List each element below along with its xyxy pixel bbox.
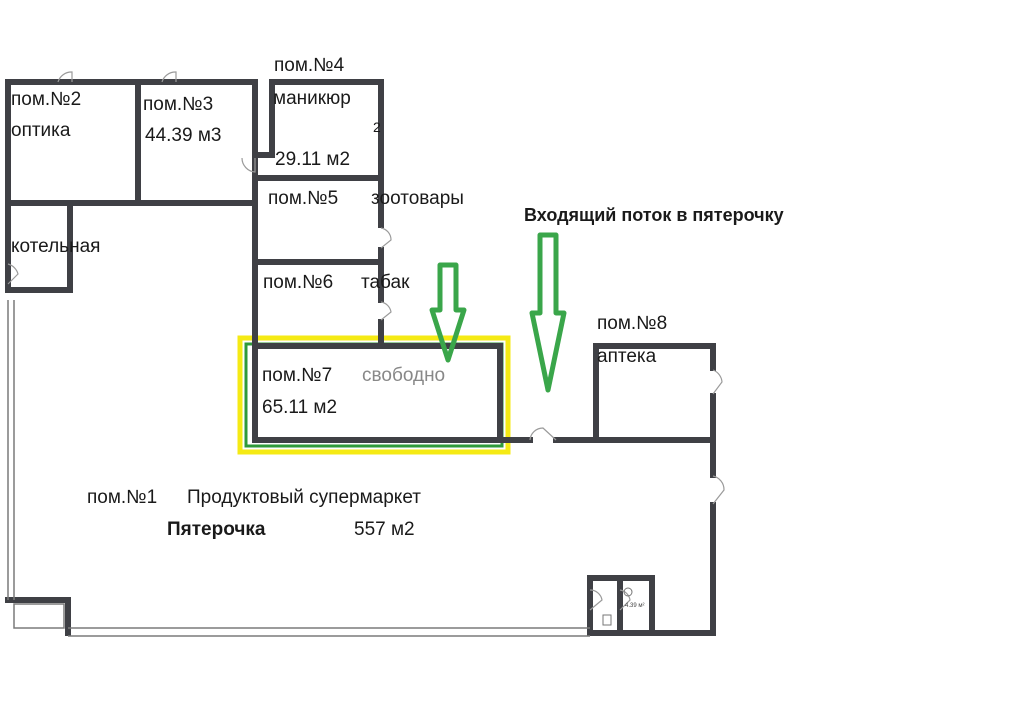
door-swing-icon [589,589,603,611]
room3-area: 44.39 м3 [145,125,222,146]
room1-use: Продуктовый супермаркет [187,487,421,508]
down-arrow-icon [429,262,467,363]
room4-name: пом.№4 [274,55,345,76]
door-swing-icons [7,71,725,611]
wc-area: 4.39 м² [625,603,645,609]
door-swing-icon [57,71,73,83]
door-swing-icon [712,369,723,395]
room3-name: пом.№3 [143,94,214,115]
door-swing-icon [161,71,177,83]
room8-use: аптека [597,346,657,367]
wc-fixtures [602,587,633,626]
door-swing-icon [380,301,392,321]
glazing-lines [7,300,590,637]
room7-name: пом.№7 [262,365,333,386]
room7-inner-frame [244,342,504,448]
door-swing-icon [712,475,725,505]
room1-brand: Пятерочка [167,519,266,540]
door-swing-icon [241,157,256,173]
room1-area: 557 м2 [354,519,415,540]
door-swing-icon [619,589,631,611]
room7-status: свободно [362,365,446,386]
down-arrow-icon [529,232,567,393]
room5-use: зоотовары [371,188,464,209]
room4-area: 29.11 м2 [275,149,351,170]
room6-use: табак [361,272,410,293]
room5-name: пом.№5 [268,188,339,209]
room4-extra: 2 [373,119,381,135]
room6-name: пом.№6 [263,272,334,293]
boiler-room-label: котельная [11,236,101,257]
room7-area: 65.11 м2 [262,397,338,418]
door-swing-icon [380,227,392,249]
room4-use: маникюр [273,88,351,109]
door-swing-icon [529,427,557,441]
room7-highlight-frame [237,335,511,455]
walls [5,79,716,636]
room2-name: пом.№2 [11,89,82,110]
room1-name: пом.№1 [87,487,158,508]
door-swing-icon [7,263,19,285]
flow-caption: Входящий поток в пятерочку [524,205,784,225]
room8-name: пом.№8 [597,313,668,334]
room2-use: оптика [11,120,71,141]
